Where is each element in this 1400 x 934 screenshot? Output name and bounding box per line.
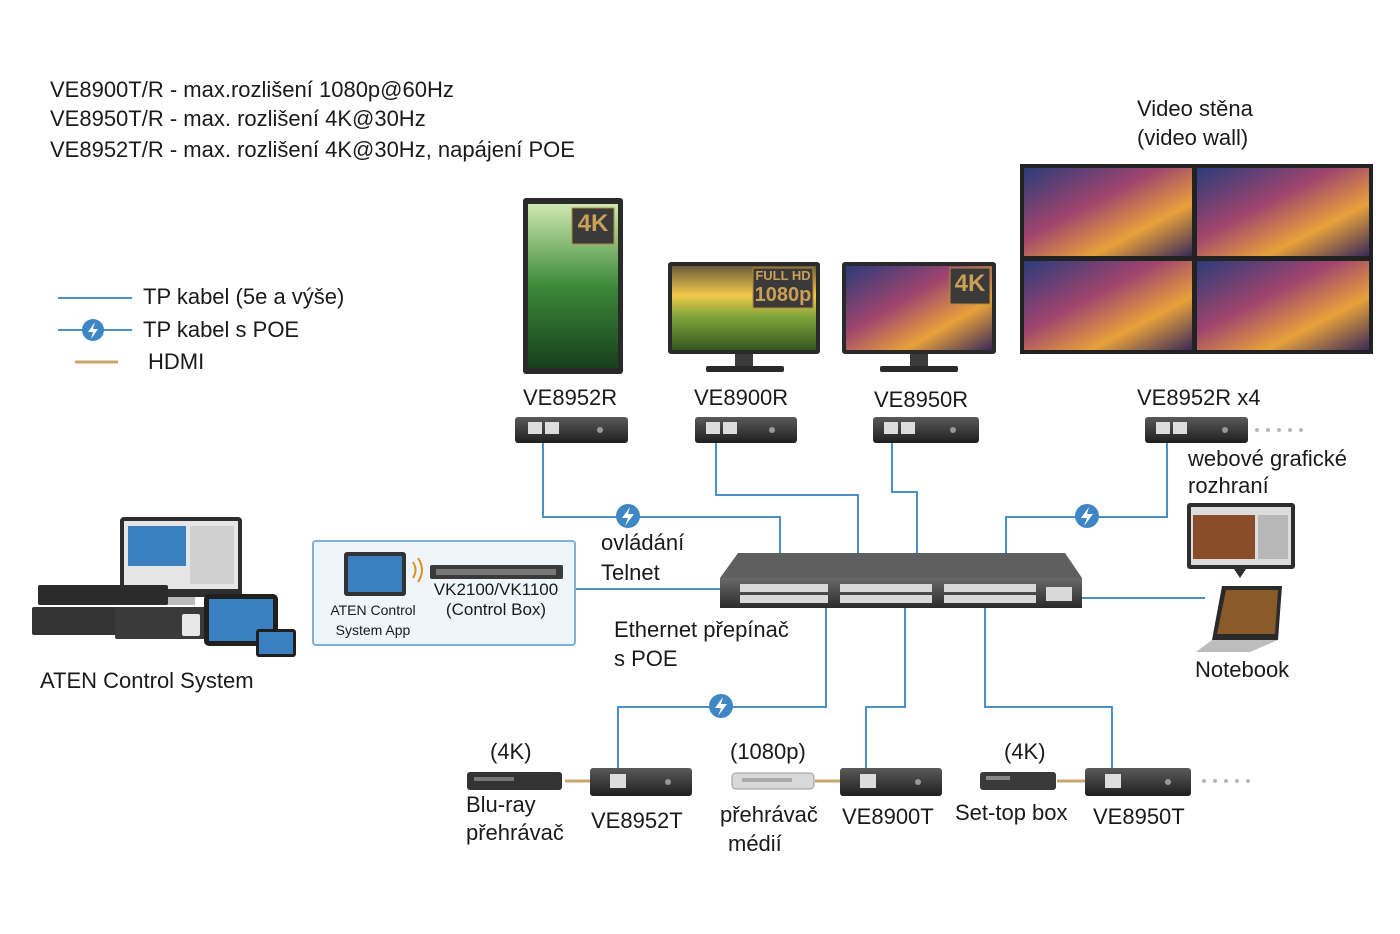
transmitter-label-1: VE8952T: [591, 808, 683, 833]
transmitter-label-3: VE8950T: [1093, 804, 1185, 829]
portrait-display: [523, 198, 623, 374]
control-box-label-line1: VK2100/VK1100: [433, 580, 559, 599]
legend-poe-icon: [82, 319, 104, 341]
control-app-label-line1: ATEN Control: [330, 602, 416, 618]
source-resolution-3: (4K): [1004, 739, 1046, 764]
tp-cables: [542, 442, 1205, 768]
receiver-label-4: VE8952R x4: [1137, 385, 1261, 410]
receiver-device-4: [1145, 417, 1248, 443]
telnet-label-line1: ovládání: [601, 530, 685, 555]
monitor-fullhd: [668, 262, 820, 372]
control-box-label-line2: (Control Box): [445, 600, 547, 619]
set-top-box-device: [980, 772, 1056, 790]
source-resolution-1: (4K): [490, 739, 532, 764]
legend-hdmi-label: HDMI: [148, 349, 205, 374]
notebook-device: [1196, 586, 1282, 652]
web-gui-label-line2: rozhraní: [1188, 473, 1269, 498]
source-name-3-line1: Set-top box: [955, 800, 1068, 825]
poe-badge-bottom: [709, 694, 733, 718]
control-system-label: ATEN Control System: [40, 668, 254, 693]
source-name-1-line2: přehrávač: [466, 820, 564, 845]
source-name-1-line1: Blu-ray: [466, 792, 536, 817]
transmitter-label-2: VE8900T: [842, 804, 934, 829]
continuation-dots: [1202, 428, 1303, 783]
receiver-label-2: VE8900R: [694, 385, 789, 410]
monitor-4k-badge: 4K: [954, 270, 986, 297]
switch-label-line1: Ethernet přepínač: [614, 617, 789, 642]
control-app-label-line2: System App: [335, 622, 411, 638]
poe-badge-top-right: [1075, 504, 1099, 528]
video-wall-subtitle: (video wall): [1137, 125, 1249, 150]
receiver-device-1: [515, 417, 628, 443]
web-gui-label-line1: webové grafické: [1188, 446, 1347, 471]
spec-line-1: VE8900T/R - max.rozlišení 1080p@60Hz: [50, 77, 454, 102]
transmitter-device-3: [1085, 768, 1191, 796]
fullhd-badge-line2: 1080p: [754, 284, 812, 306]
ethernet-switch: [720, 553, 1082, 608]
video-wall-title: Video stěna: [1137, 96, 1253, 121]
bluray-player-device: [467, 772, 562, 790]
source-name-2-line2: médií: [728, 831, 782, 856]
telnet-label-line2: Telnet: [601, 560, 660, 585]
notebook-label: Notebook: [1195, 657, 1290, 682]
control-app-device: [344, 552, 406, 596]
receiver-device-3: [873, 417, 979, 443]
portrait-4k-badge: 4K: [577, 210, 609, 237]
receiver-label-3: VE8950R: [874, 387, 969, 412]
control-box-device: [430, 565, 563, 579]
legend-tp-label: TP kabel (5e a výše): [143, 284, 345, 309]
video-wall: [1020, 164, 1373, 354]
web-gui-window: [1187, 503, 1295, 578]
legend-poe-label: TP kabel s POE: [143, 317, 300, 342]
wifi-icon: [412, 557, 423, 583]
transmitter-device-1: [590, 768, 692, 796]
transmitter-device-2: [840, 768, 942, 796]
monitor-4k: [842, 262, 996, 372]
poe-badge-top-left: [616, 504, 640, 528]
switch-label-line2: s POE: [614, 646, 678, 671]
source-name-2-line1: přehrávač: [720, 802, 818, 827]
aten-control-system-devices: [32, 517, 296, 657]
media-player-device: [731, 772, 815, 790]
source-resolution-2: (1080p): [730, 739, 806, 764]
receiver-label-1: VE8952R: [523, 385, 618, 410]
receiver-device-2: [695, 417, 797, 443]
spec-line-2: VE8950T/R - max. rozlišení 4K@30Hz: [50, 106, 426, 131]
fullhd-badge-line1: FULL HD: [755, 268, 811, 283]
spec-line-3: VE8952T/R - max. rozlišení 4K@30Hz, napá…: [50, 137, 575, 162]
